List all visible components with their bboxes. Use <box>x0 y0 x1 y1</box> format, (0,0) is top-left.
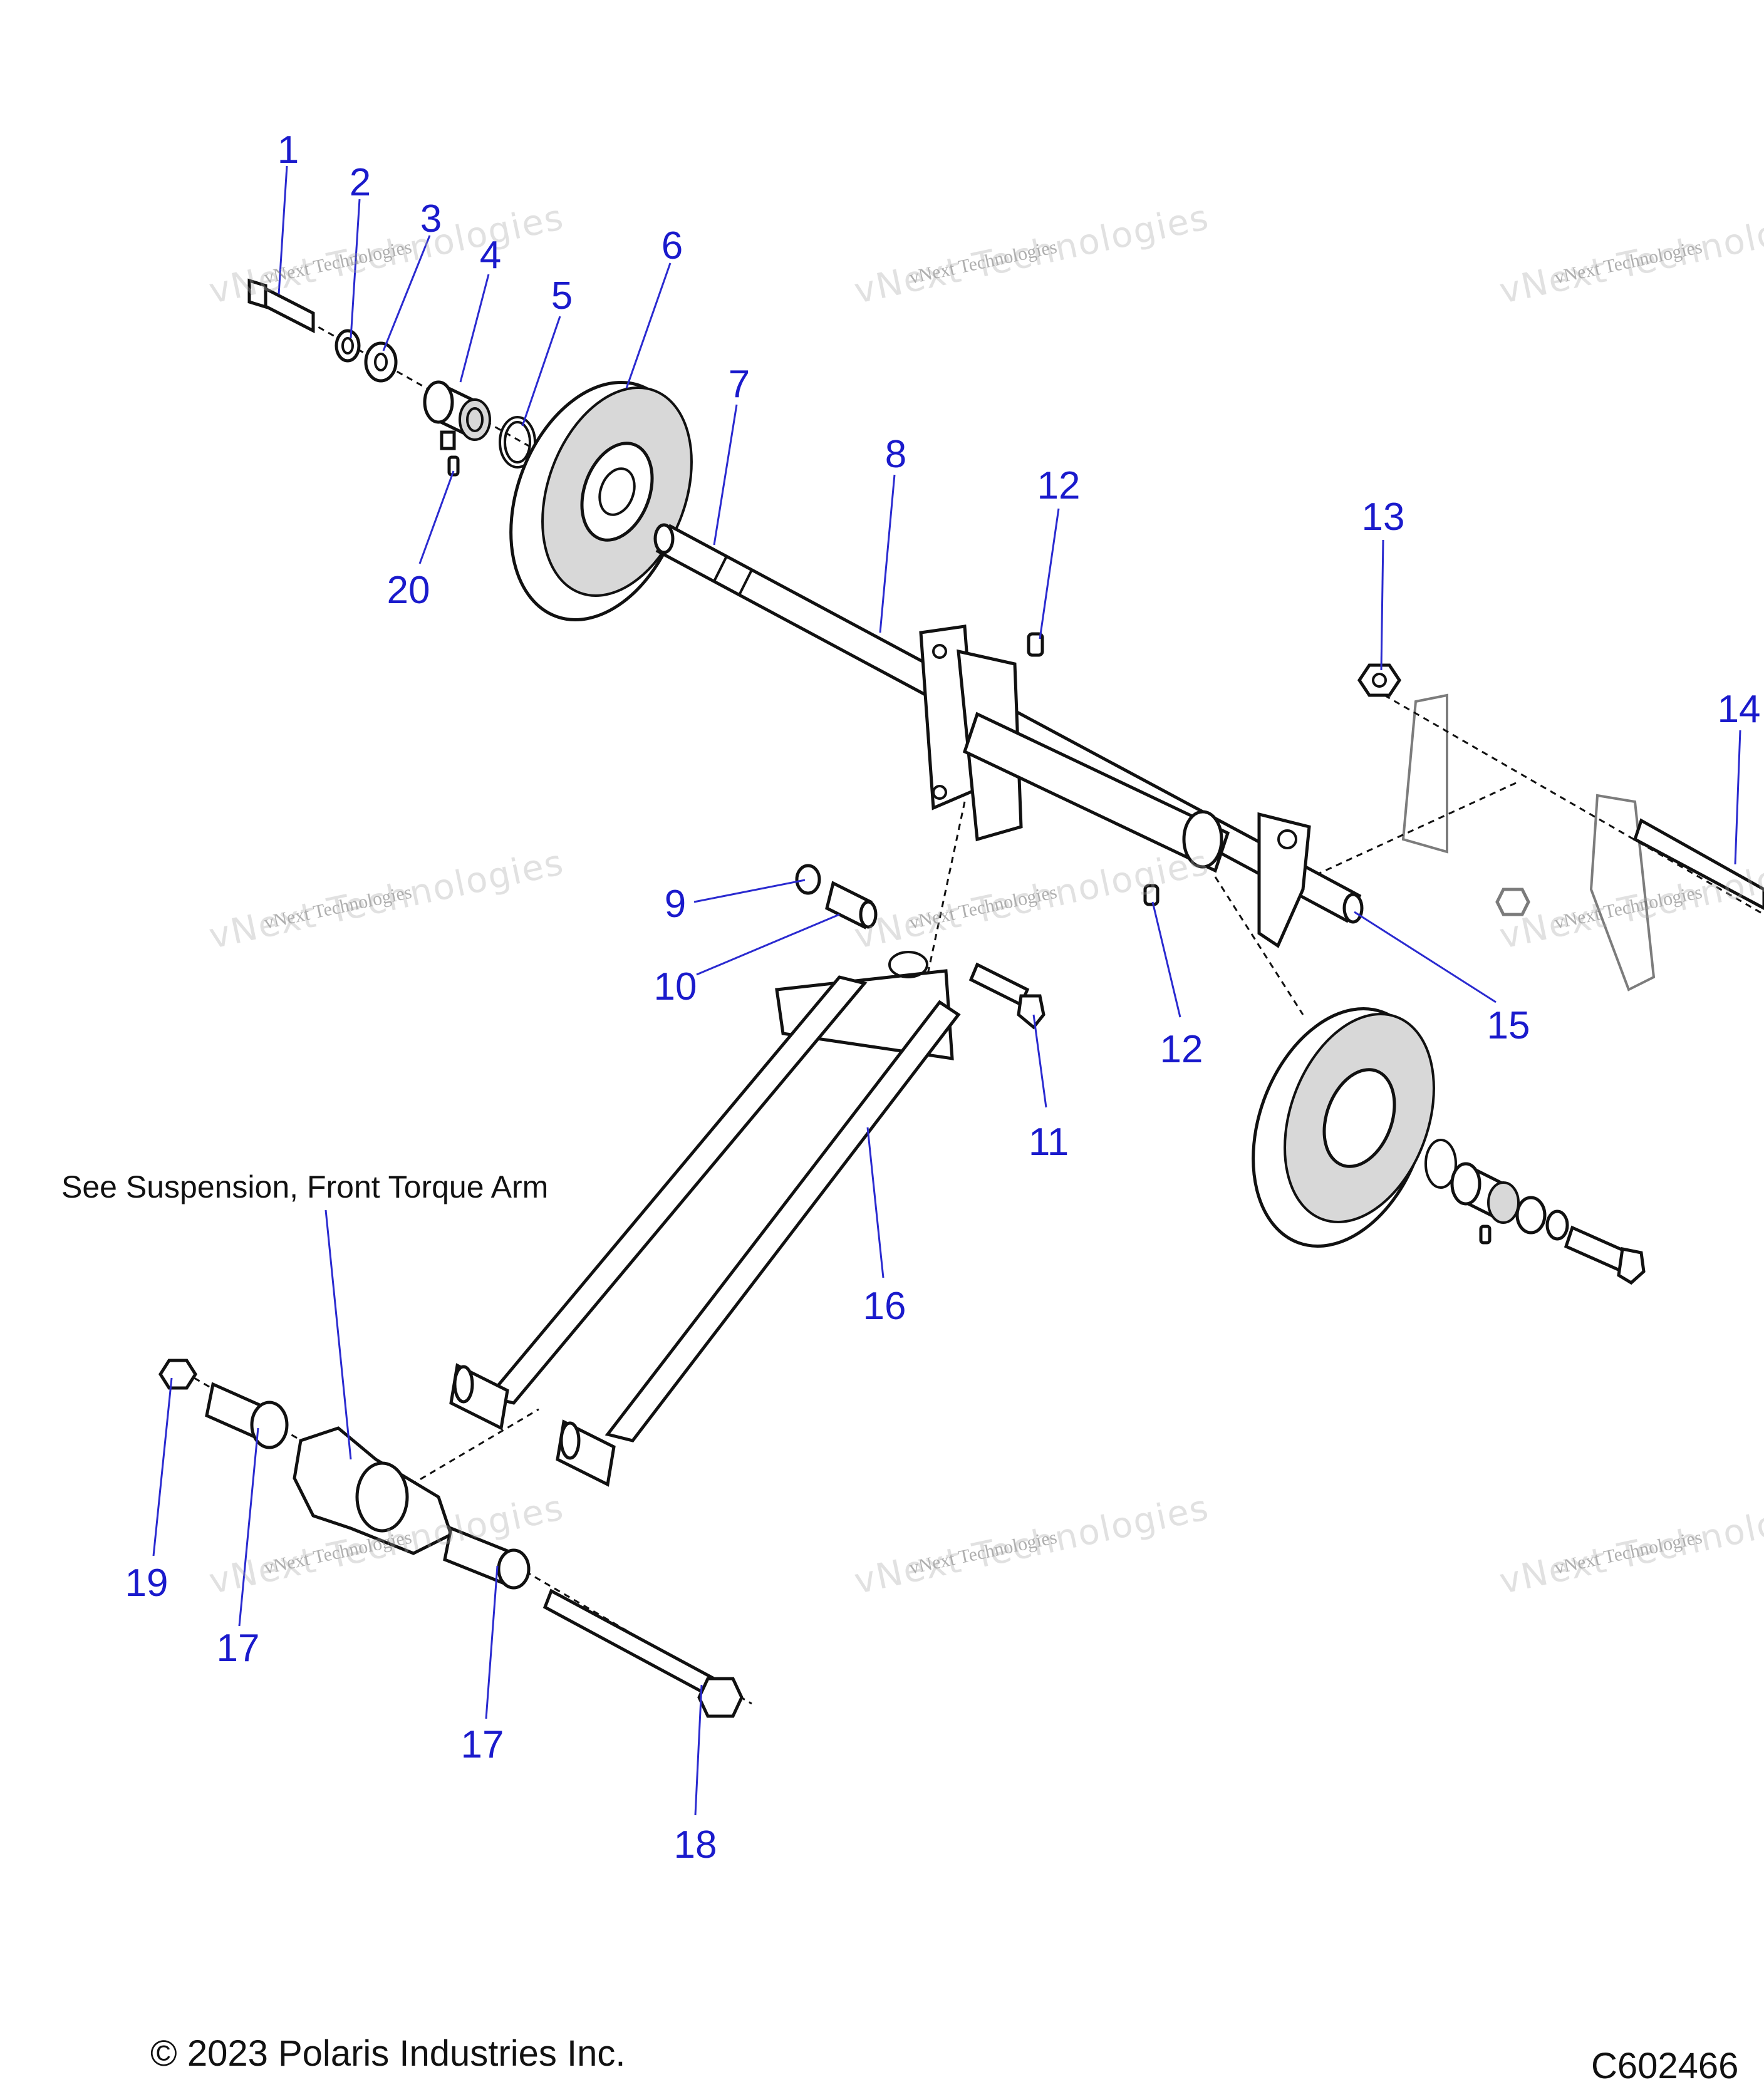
bushing-4 <box>423 380 491 450</box>
pivot-bracket <box>293 1426 454 1555</box>
callout-8: 8 <box>885 433 907 476</box>
callout-11: 11 <box>1028 1121 1069 1164</box>
bolt-11 <box>968 962 1045 1030</box>
copyright-text: © 2023 Polaris Industries Inc. <box>150 2033 626 2074</box>
rod-14 <box>1632 818 1764 910</box>
callout-7: 7 <box>728 363 750 406</box>
nut-13 <box>1357 663 1402 697</box>
callout-14: 14 <box>1717 688 1761 731</box>
callout-1: 1 <box>277 128 299 172</box>
right-bracket <box>1401 693 1656 992</box>
o-ring-lower <box>1424 1139 1457 1189</box>
washer-lower-a <box>1515 1196 1547 1235</box>
callout-12-bottom: 12 <box>1160 1028 1203 1071</box>
callout-16: 16 <box>863 1285 906 1328</box>
torque-arm-16 <box>449 951 961 1487</box>
bushing-lower <box>1450 1162 1520 1225</box>
callout-20: 20 <box>387 569 430 612</box>
callout-12-top: 12 <box>1037 464 1081 507</box>
grease-fitting-12a <box>1027 632 1044 657</box>
callout-17-right: 17 <box>460 1723 504 1766</box>
callout-19: 19 <box>125 1561 169 1605</box>
callout-17-left: 17 <box>216 1627 260 1670</box>
callout-6: 6 <box>661 224 683 267</box>
callout-10: 10 <box>653 965 697 1008</box>
callout-18: 18 <box>673 1823 717 1867</box>
pin-20 <box>447 455 460 477</box>
callout-3: 3 <box>420 197 442 241</box>
callout-13: 13 <box>1361 495 1405 539</box>
washer-2 <box>335 329 361 363</box>
nut-19 <box>158 1359 197 1390</box>
callout-15: 15 <box>1486 1004 1530 1047</box>
callout-9: 9 <box>664 883 687 926</box>
callout-5: 5 <box>551 274 573 318</box>
callout-2: 2 <box>349 161 371 204</box>
diagram-code: C602466 <box>1591 2046 1739 2086</box>
bolt-18 <box>542 1588 744 1718</box>
bolt-lower <box>1564 1225 1646 1285</box>
nut-9 <box>795 864 821 895</box>
spacer-17a <box>205 1382 289 1449</box>
bolt-1 <box>247 278 315 334</box>
reference-note: See Suspension, Front Torque Arm <box>61 1169 549 1204</box>
wheel-lower <box>1252 1007 1435 1248</box>
spacer-10 <box>825 881 878 930</box>
washer-3 <box>364 341 398 383</box>
callout-4: 4 <box>479 234 502 277</box>
spacer-17b <box>443 1526 531 1590</box>
washer-lower-b <box>1545 1209 1569 1241</box>
wheel-6 <box>509 381 693 621</box>
grease-fitting-12b <box>1143 884 1160 906</box>
center-bracket <box>919 624 1311 948</box>
